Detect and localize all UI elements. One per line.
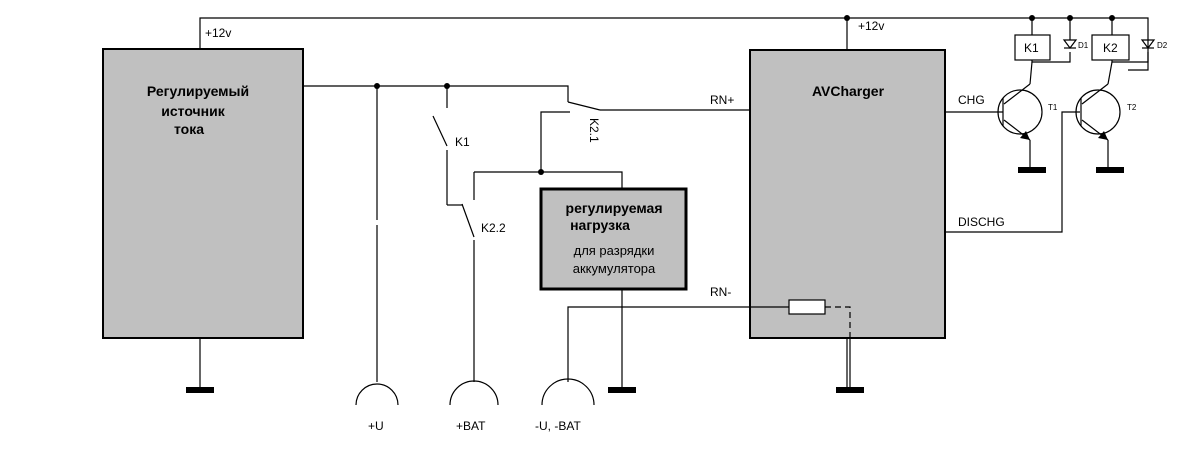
rn-minus-label: RN- bbox=[710, 285, 731, 299]
t1-label: T1 bbox=[1048, 103, 1058, 112]
load-block: регулируемая нагрузка для разрядки аккум… bbox=[539, 187, 688, 291]
switch-k1-label: K1 bbox=[455, 135, 470, 149]
avcharger-block: AVCharger bbox=[749, 49, 946, 339]
d2-label: D2 bbox=[1157, 41, 1168, 50]
supply-label-right: +12v bbox=[858, 19, 884, 33]
terminal-minus-label: -U, -BAT bbox=[535, 419, 581, 433]
switch-k21-label: K2.1 bbox=[587, 118, 601, 143]
transistor-t1 bbox=[945, 61, 1043, 168]
terminal-plus-bat bbox=[449, 380, 499, 406]
ground-icon bbox=[1018, 167, 1046, 173]
source-line-2: источник bbox=[161, 103, 225, 119]
load-line-2: нагрузка bbox=[570, 217, 630, 233]
load-line-4: аккумулятора bbox=[573, 261, 656, 276]
ground-icon bbox=[186, 387, 214, 393]
load-line-3: для разрядки bbox=[574, 243, 655, 258]
ground-icon bbox=[836, 387, 864, 393]
charger-title: AVCharger bbox=[812, 83, 885, 99]
source-line-1: Регулируемый bbox=[147, 83, 249, 99]
current-source-block: Регулируемый источник тока bbox=[102, 48, 304, 339]
supply-rail bbox=[199, 15, 1149, 71]
relay-k1 bbox=[1014, 34, 1078, 63]
switch-k22 bbox=[461, 171, 623, 382]
terminal-plus-u-label: +U bbox=[368, 419, 384, 433]
switch-k21 bbox=[538, 101, 750, 175]
transistor-t2 bbox=[945, 61, 1121, 233]
relay-k2-label: K2 bbox=[1103, 41, 1118, 55]
source-line-3: тока bbox=[174, 121, 204, 137]
switch-k1 bbox=[432, 86, 463, 206]
chg-label: CHG bbox=[958, 93, 985, 107]
terminal-minus bbox=[541, 378, 595, 406]
relay-k2 bbox=[1091, 34, 1156, 63]
switch-k22-label: K2.2 bbox=[481, 221, 506, 235]
rn-plus-label: RN+ bbox=[710, 93, 734, 107]
t2-label: T2 bbox=[1127, 103, 1137, 112]
terminal-plus-u bbox=[355, 383, 399, 406]
load-line-1: регулируемая bbox=[566, 200, 663, 216]
ground-icon bbox=[608, 387, 636, 393]
terminal-plus-bat-label: +BAT bbox=[456, 419, 486, 433]
ground-icon bbox=[1096, 167, 1124, 173]
d1-label: D1 bbox=[1078, 41, 1089, 50]
relay-k1-label: K1 bbox=[1024, 41, 1039, 55]
supply-label-left: +12v bbox=[205, 26, 231, 40]
source-output-wire bbox=[303, 83, 569, 382]
dischg-label: DISCHG bbox=[958, 215, 1005, 229]
